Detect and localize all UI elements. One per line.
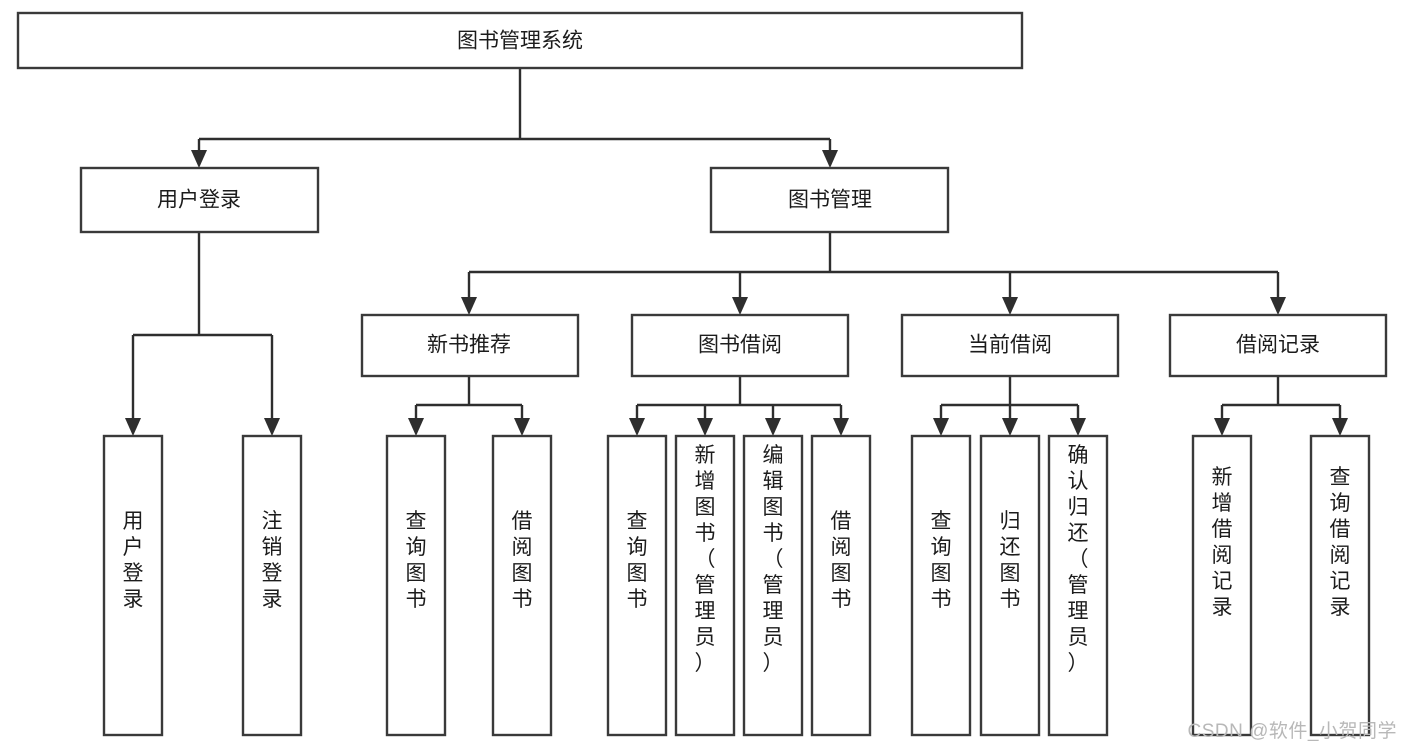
- node-root-system-box[interactable]: [16, 11, 1024, 70]
- node-current-borrow-box[interactable]: [900, 313, 1120, 378]
- leaf-confirm-return-box[interactable]: [1047, 434, 1109, 737]
- leaf-query-book-2[interactable]: 查询图书: [606, 434, 668, 737]
- leaf-edit-book[interactable]: 编辑图书（管理员）: [742, 434, 804, 737]
- arrowhead-leaf-user-logout: [264, 418, 280, 436]
- arrowhead-to-book-manage: [822, 150, 838, 168]
- leaf-edit-book-label: 编辑图书（管理员）: [763, 444, 784, 675]
- node-new-book-recommend[interactable]: 新书推荐: [360, 313, 580, 378]
- arrowhead-leaf-add-book: [697, 418, 713, 436]
- leaf-return-book-label: 归还图书: [1000, 510, 1021, 611]
- leaf-query-book-2-label: 查询图书: [627, 510, 648, 611]
- arrowhead-leaf-query-book-3: [933, 418, 949, 436]
- leaf-confirm-return-label: 确认归还（管理员）: [1068, 444, 1089, 675]
- leaf-user-login-box[interactable]: [102, 434, 164, 737]
- node-book-manage-label: 图书管理: [788, 189, 872, 212]
- leaf-add-book[interactable]: 新增图书（管理员）: [674, 434, 736, 737]
- node-book-manage[interactable]: 图书管理: [709, 166, 950, 234]
- leaf-query-book-3-box[interactable]: [910, 434, 972, 737]
- node-current-borrow-label: 当前借阅: [968, 334, 1052, 357]
- leaf-add-record-label: 新增借阅记录: [1212, 466, 1233, 619]
- leaf-confirm-return[interactable]: 确认归还（管理员）: [1047, 434, 1109, 737]
- leaf-borrow-book-1-label: 借阅图书: [512, 510, 533, 611]
- arrowhead-to-user-login: [191, 150, 207, 168]
- node-root-system-label: 图书管理系统: [457, 30, 583, 53]
- leaf-query-book-3[interactable]: 查询图书: [910, 434, 972, 737]
- leaf-user-logout-box[interactable]: [241, 434, 303, 737]
- leaf-add-record[interactable]: 新增借阅记录: [1191, 434, 1253, 737]
- arrowhead-leaf-return-book: [1002, 418, 1018, 436]
- leaf-query-book-1-label: 查询图书: [406, 510, 427, 611]
- leaf-user-logout-label: 注销登录: [262, 510, 283, 611]
- leaf-query-book-2-box[interactable]: [606, 434, 668, 737]
- leaf-borrow-book-1[interactable]: 借阅图书: [491, 434, 553, 737]
- connector-layer: [125, 68, 1348, 436]
- node-user-login-label: 用户登录: [157, 189, 241, 212]
- leaf-return-book-box[interactable]: [979, 434, 1041, 737]
- leaf-user-login[interactable]: 用户登录: [102, 434, 164, 737]
- arrowhead-leaf-confirm-return: [1070, 418, 1086, 436]
- leaf-query-record-label: 查询借阅记录: [1330, 466, 1351, 619]
- arrowhead-leaf-add-record: [1214, 418, 1230, 436]
- node-current-borrow[interactable]: 当前借阅: [900, 313, 1120, 378]
- arrowhead-leaf-query-record: [1332, 418, 1348, 436]
- leaf-edit-book-box[interactable]: [742, 434, 804, 737]
- arrowhead-leaf-borrow-book-2: [833, 418, 849, 436]
- leaf-borrow-book-1-box[interactable]: [491, 434, 553, 737]
- csdn-watermark: CSDN @软件_小贺同学: [1187, 721, 1397, 742]
- leaf-query-book-1[interactable]: 查询图书: [385, 434, 447, 737]
- node-user-login-box[interactable]: [79, 166, 320, 234]
- node-borrow-record-box[interactable]: [1168, 313, 1388, 378]
- node-borrow-record[interactable]: 借阅记录: [1168, 313, 1388, 378]
- node-borrow-record-label: 借阅记录: [1236, 334, 1320, 357]
- node-book-borrow[interactable]: 图书借阅: [630, 313, 850, 378]
- leaf-query-book-1-box[interactable]: [385, 434, 447, 737]
- leaf-add-book-label: 新增图书（管理员）: [695, 444, 716, 675]
- leaf-borrow-book-2-label: 借阅图书: [831, 510, 852, 611]
- leaf-borrow-book-2[interactable]: 借阅图书: [810, 434, 872, 737]
- leaf-add-book-box[interactable]: [674, 434, 736, 737]
- node-book-borrow-box[interactable]: [630, 313, 850, 378]
- node-new-book-recommend-box[interactable]: [360, 313, 580, 378]
- arrowhead-leaf-query-book-2: [629, 418, 645, 436]
- node-user-login[interactable]: 用户登录: [79, 166, 320, 234]
- node-root-system[interactable]: 图书管理系统: [16, 11, 1024, 70]
- leaf-user-login-label: 用户登录: [123, 510, 144, 611]
- node-book-borrow-label: 图书借阅: [698, 334, 782, 357]
- arrowhead-leaf-user-login: [125, 418, 141, 436]
- leaf-query-book-3-label: 查询图书: [931, 510, 952, 611]
- arrowhead-leaf-query-book-1: [408, 418, 424, 436]
- node-book-manage-box[interactable]: [709, 166, 950, 234]
- leaf-return-book[interactable]: 归还图书: [979, 434, 1041, 737]
- leaf-query-record[interactable]: 查询借阅记录: [1309, 434, 1371, 737]
- leaf-borrow-book-2-box[interactable]: [810, 434, 872, 737]
- arrowhead-new-book-recommend: [461, 297, 477, 315]
- arrowhead-leaf-borrow-book-1: [514, 418, 530, 436]
- arrowhead-borrow-record: [1270, 297, 1286, 315]
- arrowhead-leaf-edit-book: [765, 418, 781, 436]
- leaf-query-record-box[interactable]: [1309, 434, 1371, 737]
- arrowhead-book-borrow: [732, 297, 748, 315]
- leaf-user-logout[interactable]: 注销登录: [241, 434, 303, 737]
- node-new-book-recommend-label: 新书推荐: [427, 334, 511, 357]
- leaf-add-record-box[interactable]: [1191, 434, 1253, 737]
- arrowhead-current-borrow: [1002, 297, 1018, 315]
